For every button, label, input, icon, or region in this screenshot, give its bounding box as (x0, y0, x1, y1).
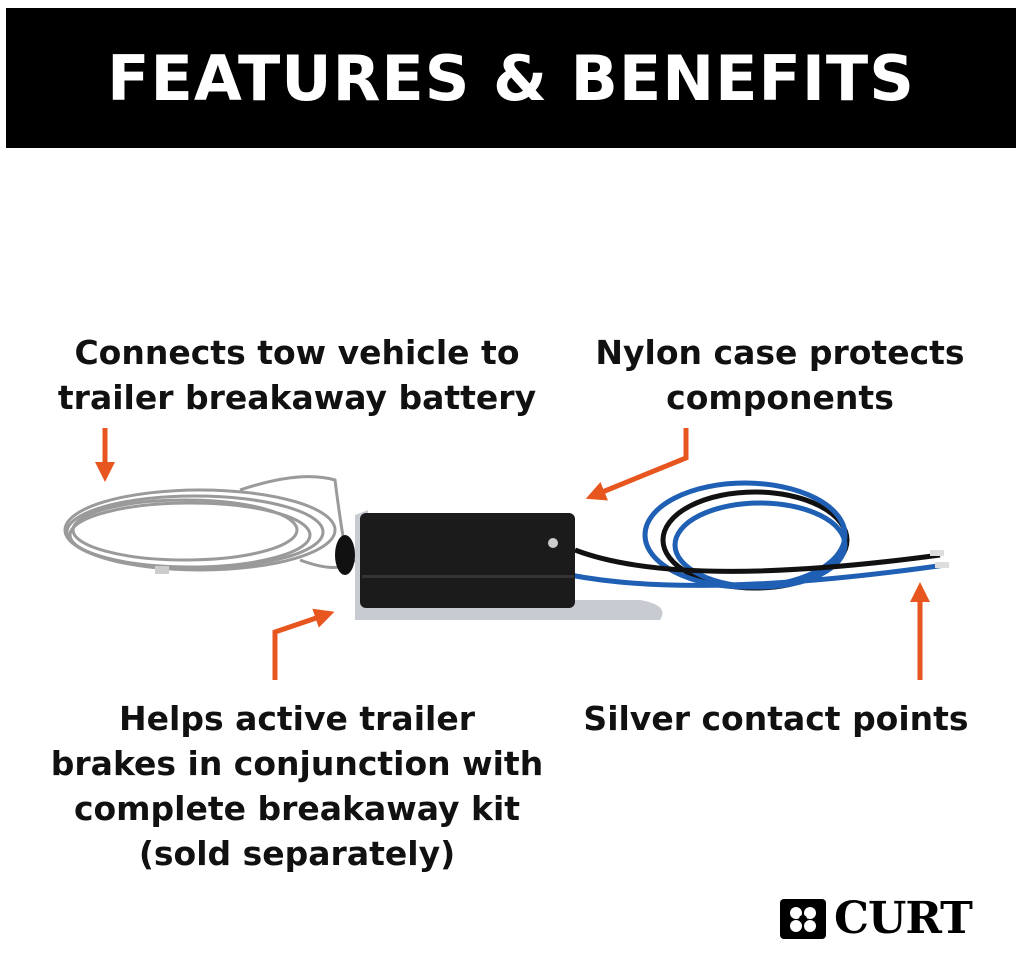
callout-arrows (95, 428, 930, 680)
callout-line: Nylon case protects (595, 333, 965, 372)
brand-name: CURT (834, 893, 973, 944)
callout-line: Silver contact points (583, 699, 969, 738)
callout-nylon-case: Nylon case protects components (560, 330, 1000, 420)
callout-line: Connects tow vehicle to (74, 333, 520, 372)
mounting-bracket (355, 510, 663, 620)
callout-tow-vehicle: Connects tow vehicle to trailer breakawa… (40, 330, 554, 420)
callout-line: Helps active trailer (119, 699, 475, 738)
callout-line: components (666, 378, 894, 417)
callout-brakes: Helps active trailer brakes in conjuncti… (30, 696, 564, 876)
callout-line: complete breakaway kit (73, 789, 521, 828)
callout-line: (sold separately) (138, 834, 456, 873)
cable-crimp (155, 566, 169, 574)
header-banner: FEATURES & BENEFITS (6, 8, 1016, 148)
callout-line: brakes in conjunction with (50, 744, 544, 783)
curt-emblem-icon (780, 898, 826, 939)
silver-contact (930, 550, 944, 556)
curt-logo: CURT (780, 893, 973, 944)
callout-line: trailer breakaway battery (57, 378, 537, 417)
silver-contact (935, 562, 949, 568)
steel-cable (63, 475, 357, 572)
breakaway-switch-case (360, 513, 575, 608)
page-title: FEATURES & BENEFITS (107, 41, 915, 115)
callout-contacts: Silver contact points (560, 696, 992, 741)
wire-coil (569, 480, 946, 591)
